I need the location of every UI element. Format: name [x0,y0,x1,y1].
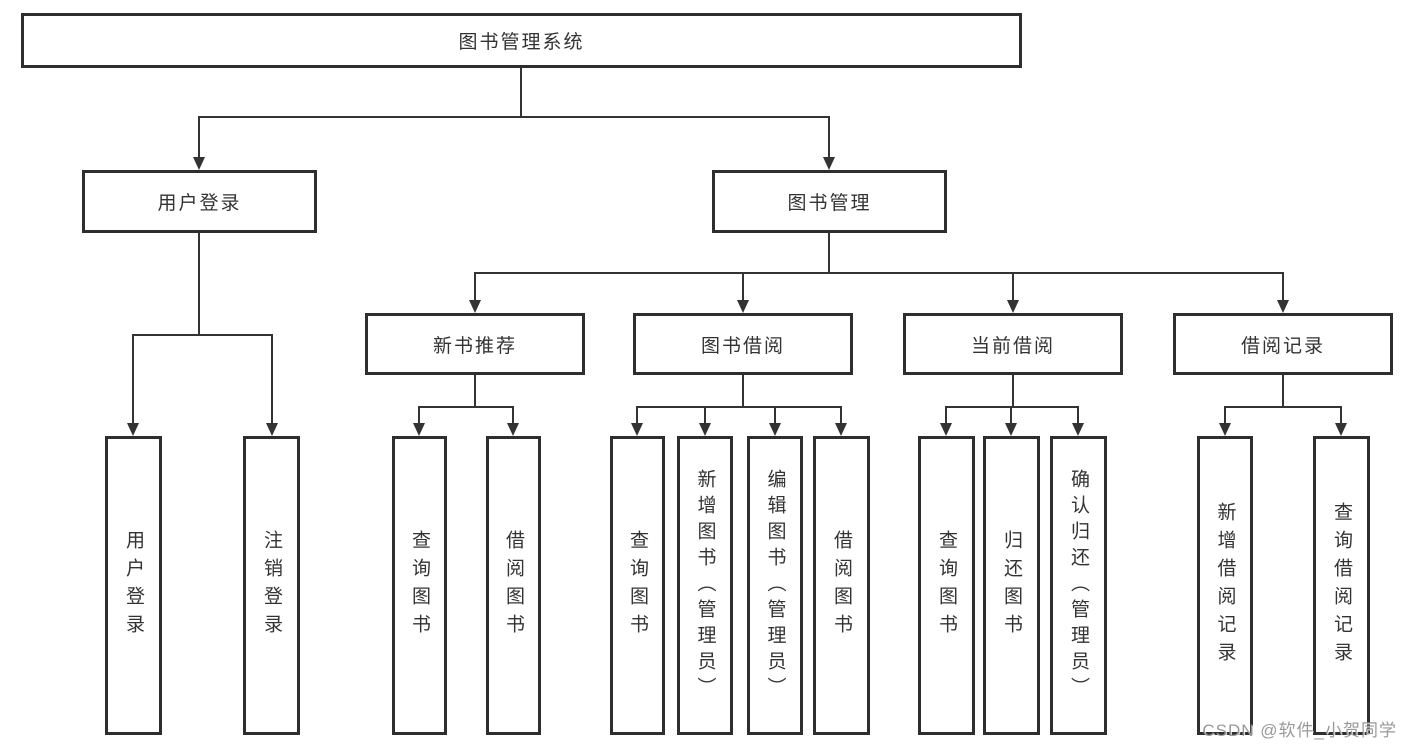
node-label: 借阅图书 [503,529,524,642]
node-label: 新书推荐 [432,335,517,357]
connector-hline [474,272,1284,274]
connector-vline [828,117,830,159]
node-label: 查询图书 [936,529,957,642]
connector-vline [1012,375,1014,407]
connector-vline [418,407,420,425]
node-label: 图书借阅 [700,335,785,357]
arrow-down-icon [469,300,481,313]
arrow-down-icon [266,423,278,436]
arrow-down-icon [193,157,205,170]
arrow-down-icon [769,423,781,436]
arrow-down-icon [1072,423,1084,436]
arrow-down-icon [940,423,952,436]
connector-vline [742,375,744,407]
leaf-bb-edit-books-admin: 编辑图书（管理员） [747,436,803,735]
connector-vline [1077,407,1079,425]
arrow-down-icon [507,423,519,436]
connector-vline [1012,273,1014,302]
arrow-down-icon [699,423,711,436]
csdn-watermark: CSDN @软件_小贺同学 [1202,721,1397,740]
arrow-down-icon [413,423,425,436]
leaf-br-add-record: 新增借阅记录 [1197,436,1253,735]
arrow-down-icon [835,423,847,436]
connector-hline [418,406,514,408]
node-user-login: 用户登录 [82,170,317,233]
leaf-logout: 注销登录 [243,436,300,735]
connector-vline [742,273,744,302]
node-label: 查询借阅记录 [1331,501,1352,670]
connector-vline [512,407,514,425]
connector-vline [704,407,706,425]
node-library-system: 图书管理系统 [21,13,1022,68]
node-current-borrowing: 当前借阅 [903,313,1123,375]
node-new-book-recommend: 新书推荐 [365,313,585,375]
arrow-down-icon [823,157,835,170]
connector-hline [132,334,273,336]
leaf-bb-borrow-books: 借阅图书 [813,436,870,735]
node-label: 编辑图书（管理员） [764,468,786,703]
node-label: 用户登录 [123,529,144,642]
connector-vline [1340,407,1342,425]
arrow-down-icon [1005,423,1017,436]
node-book-borrowing: 图书借阅 [633,313,853,375]
arrow-down-icon [737,300,749,313]
leaf-bb-add-books-admin: 新增图书（管理员） [677,436,733,735]
node-label: 查询图书 [627,529,648,642]
node-label: 查询图书 [409,529,430,642]
node-label: 图书管理 [787,193,872,214]
arrow-down-icon [631,423,643,436]
connector-vline [1282,273,1284,302]
node-label: 归还图书 [1001,529,1022,642]
arrow-down-icon [1335,423,1347,436]
leaf-user-login: 用户登录 [105,436,162,735]
node-label: 图书管理系统 [458,32,585,53]
connector-vline [1010,407,1012,425]
node-label: 借阅记录 [1240,335,1325,357]
arrow-down-icon [1277,300,1289,313]
connector-vline [520,68,522,117]
connector-vline [840,407,842,425]
connector-vline [1224,407,1226,425]
node-book-management: 图书管理 [712,170,947,233]
connector-vline [636,407,638,425]
node-label: 用户登录 [157,193,242,214]
arrow-down-icon [1007,300,1019,313]
connector-hline [636,406,842,408]
connector-vline [198,233,200,335]
leaf-nb-query-books: 查询图书 [392,436,447,735]
connector-vline [774,407,776,425]
connector-vline [271,335,273,425]
leaf-br-query-record: 查询借阅记录 [1313,436,1370,735]
connector-vline [945,407,947,425]
leaf-cb-return-books: 归还图书 [983,436,1040,735]
connector-hline [945,406,1079,408]
leaf-bb-query-books: 查询图书 [610,436,665,735]
node-label: 当前借阅 [970,335,1055,357]
arrow-down-icon [127,423,139,436]
node-label: 注销登录 [261,529,282,642]
node-label: 借阅图书 [831,529,852,642]
leaf-nb-borrow-books: 借阅图书 [486,436,541,735]
node-label: 新增图书（管理员） [694,468,716,703]
node-label: 确认归还（管理员） [1068,468,1089,703]
leaf-cb-query-books: 查询图书 [918,436,975,735]
node-label: 新增借阅记录 [1214,501,1236,670]
connector-hline [198,116,830,118]
arrow-down-icon [1219,423,1231,436]
connector-vline [1282,375,1284,407]
connector-vline [474,375,476,407]
connector-hline [1224,406,1342,408]
connector-vline [132,335,134,425]
connector-vline [198,117,200,159]
connector-vline [474,273,476,302]
leaf-cb-confirm-return-admin: 确认归还（管理员） [1050,436,1107,735]
node-borrowing-records: 借阅记录 [1173,313,1393,375]
connector-vline [828,233,830,273]
